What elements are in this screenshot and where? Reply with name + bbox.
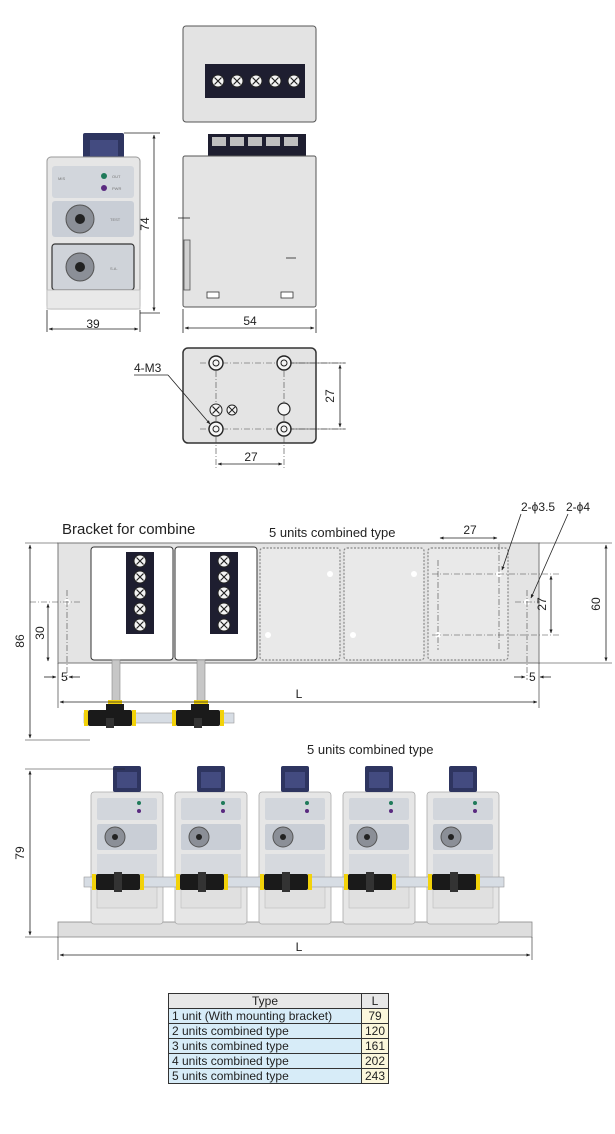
dim-5-left-label: 5 <box>61 670 68 684</box>
svg-text:MIS: MIS <box>58 176 65 181</box>
combined-title-2: 5 units combined type <box>307 742 433 757</box>
l-cell: 161 <box>360 1038 390 1054</box>
dim-27-right-label: 27 <box>535 597 549 611</box>
dim-27-h-label: 27 <box>244 450 258 464</box>
sa-label: S.A. <box>110 266 118 271</box>
header-l: L <box>360 993 390 1009</box>
dim-L-2-label: L <box>296 940 303 954</box>
dim-L-2: L <box>57 937 533 960</box>
mounting-holes <box>208 355 292 437</box>
dim-54: 54 <box>182 309 317 333</box>
table-row: 1 unit (With mounting bracket) 79 <box>168 1008 390 1024</box>
five-units-front <box>57 765 533 938</box>
dim-79: 79 <box>13 768 125 938</box>
dim-54-label: 54 <box>243 314 257 328</box>
dim-27-horizontal: 27 <box>217 450 283 466</box>
dim-74: 74 <box>124 132 160 314</box>
table-row: 2 units combined type 120 <box>168 1023 390 1039</box>
type-cell: 1 unit (With mounting bracket) <box>168 1008 362 1024</box>
header-type: Type <box>168 993 362 1009</box>
front-view: MIS OUT PWR TEST S.A. <box>46 133 141 310</box>
dim-74-label: 74 <box>138 217 152 231</box>
l-cell: 79 <box>360 1008 390 1024</box>
bracket-plan <box>30 542 560 728</box>
l-cell: 243 <box>360 1068 390 1084</box>
screw-callout: 4-M3 <box>134 361 211 425</box>
hole-callouts: 2-ϕ3.5 2-ϕ4 <box>501 500 590 599</box>
dim-5-left: 5 <box>44 670 80 684</box>
type-length-table: Type L 1 unit (With mounting bracket) 79… <box>168 993 390 1084</box>
type-cell: 2 units combined type <box>168 1023 362 1039</box>
table-row: 4 units combined type 202 <box>168 1053 390 1069</box>
dim-27-top-label: 27 <box>463 523 477 537</box>
l-cell: 202 <box>360 1053 390 1069</box>
type-cell: 3 units combined type <box>168 1038 362 1054</box>
dim-L-1: L <box>57 663 540 708</box>
dim-27-v-label: 27 <box>323 389 337 403</box>
dim-60-label: 60 <box>589 597 603 611</box>
top-view <box>182 25 317 123</box>
dim-60: 60 <box>539 542 612 664</box>
dim-86: 86 <box>13 542 90 741</box>
type-cell: 4 units combined type <box>168 1053 362 1069</box>
hole-35-label: 2-ϕ3.5 <box>521 500 555 514</box>
combined-title-1: 5 units combined type <box>269 525 395 540</box>
dim-27-vertical: 27 <box>290 362 346 430</box>
out-label: OUT <box>112 174 121 179</box>
side-view <box>178 134 317 308</box>
dim-5-right-label: 5 <box>529 670 536 684</box>
dim-30-label: 30 <box>33 626 47 640</box>
dim-27-top: 27 <box>439 523 498 540</box>
dim-39: 39 <box>46 310 141 332</box>
test-label: TEST <box>110 217 121 222</box>
bracket-title: Bracket for combine <box>62 521 195 538</box>
dim-79-label: 79 <box>13 846 27 860</box>
hole-4-label: 2-ϕ4 <box>566 500 590 514</box>
table-row: 5 units combined type 243 <box>168 1068 390 1084</box>
dim-27-right: 27 <box>535 575 553 634</box>
l-cell: 120 <box>360 1023 390 1039</box>
bottom-view <box>182 347 345 470</box>
dim-30: 30 <box>33 603 50 662</box>
dim-L-1-label: L <box>296 687 303 701</box>
dim-86-label: 86 <box>13 634 27 648</box>
dim-5-right: 5 <box>514 670 551 684</box>
dim-39-label: 39 <box>86 317 100 331</box>
pwr-label: PWR <box>112 186 121 191</box>
screw-label: 4-M3 <box>134 361 162 375</box>
type-cell: 5 units combined type <box>168 1068 362 1084</box>
table-header-row: Type L <box>168 993 390 1009</box>
table-row: 3 units combined type 161 <box>168 1038 390 1054</box>
